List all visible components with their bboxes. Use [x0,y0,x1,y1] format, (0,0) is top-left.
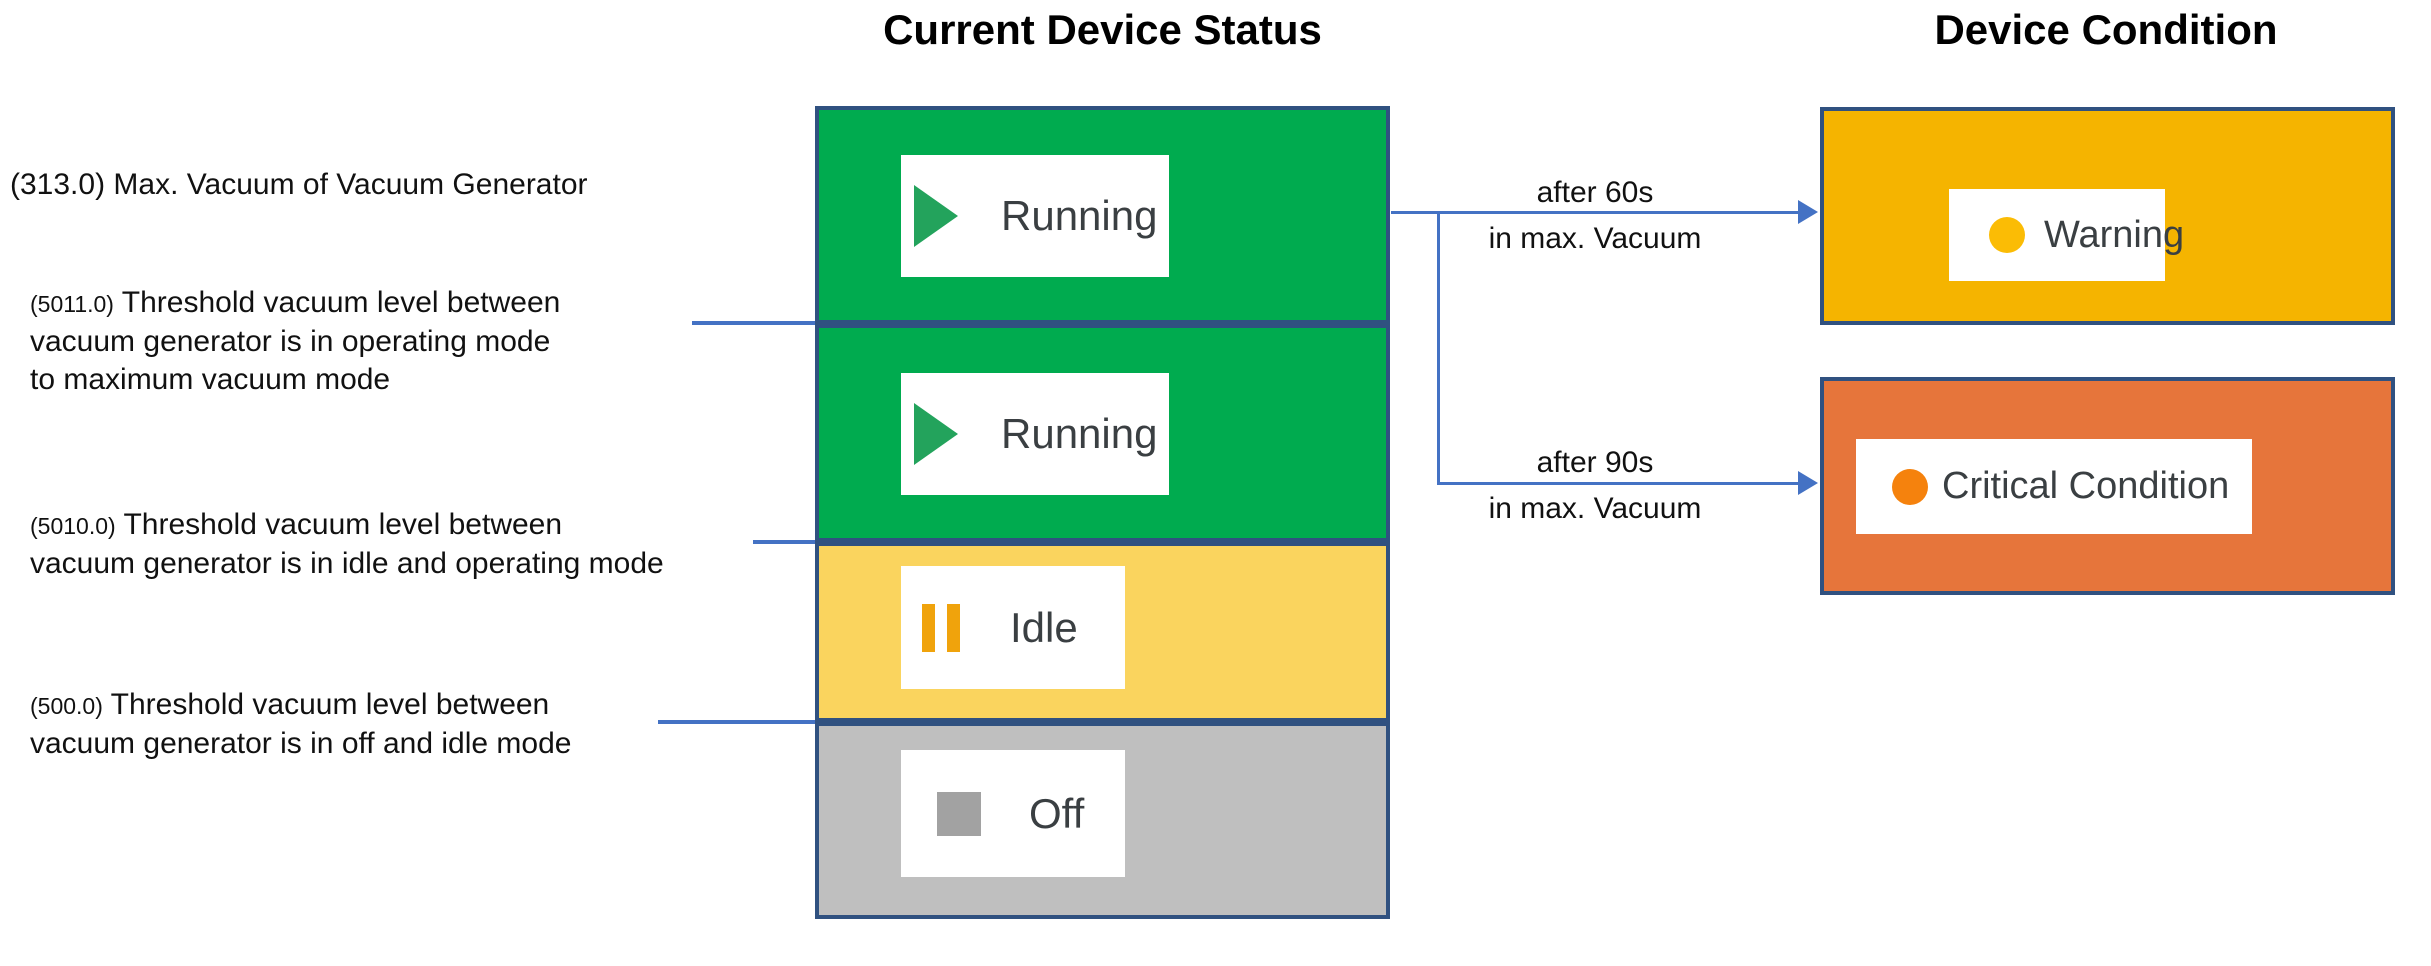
annotation-value: (5010.0) [30,513,116,539]
condition-label: Critical Condition [1942,465,2230,507]
status-column-title: Current Device Status [883,6,1322,53]
annotation-threshold-500: (500.0) Threshold vacuum level between v… [30,686,571,763]
status-box-running-max: Running [815,106,1390,324]
transition-90s-label-line2: in max. Vacuum [1488,492,1702,525]
annotation-text: Threshold vacuum level between [110,688,550,721]
condition-column-title: Device Condition [1934,6,2278,53]
annotation-text: to maximum vacuum mode [30,363,391,396]
play-icon [914,403,958,465]
pause-bar [922,603,935,652]
annotation-text: vacuum generator is in off and idle mode [30,727,572,760]
annotation-text: Threshold vacuum level between [123,508,563,541]
pause-bar [947,603,960,652]
warning-dot-icon [1989,217,2025,253]
status-box-off: Off [815,722,1390,919]
status-card-running: Running [901,373,1169,495]
threshold-line-500 [658,720,819,724]
condition-label: Warning [2044,213,2185,256]
transition-60s-label-line1: after 60s [1536,176,1654,209]
status-card-off: Off [901,750,1125,877]
status-card-idle: Idle [901,566,1125,689]
annotation-threshold-5011: (5011.0) Threshold vacuum level between … [30,284,560,399]
status-box-idle: Idle [815,542,1390,722]
threshold-line-5010 [753,540,819,544]
condition-box-critical: Critical Condition [1820,377,2395,595]
arrowhead-right-icon [1798,200,1818,224]
status-card-running-max: Running [901,155,1169,277]
condition-box-warning: Warning [1820,107,2395,325]
annotation-threshold-5010: (5010.0) Threshold vacuum level between … [30,506,664,583]
annotation-text: Threshold vacuum level between [121,286,561,319]
transition-60s-line [1391,211,1800,214]
transition-90s-label-line1: after 90s [1536,446,1654,479]
status-label: Off [1029,789,1085,837]
status-label: Running [1001,192,1158,239]
critical-dot-icon [1892,468,1928,505]
threshold-line-5011 [692,321,819,325]
annotation-text: vacuum generator is in idle and operatin… [30,547,664,580]
status-box-running: Running [815,324,1390,542]
condition-card-warning: Warning [1949,189,2184,281]
condition-card-critical: Critical Condition [1856,439,2252,534]
status-label: Idle [1010,603,1078,651]
transition-90s-line [1439,482,1800,485]
annotation-max-vacuum: (313.0) Max. Vacuum of Vacuum Generator [10,166,588,204]
play-icon [914,185,958,247]
transition-branch-line [1437,211,1440,485]
pause-icon [922,603,960,652]
annotation-value: (5011.0) [30,291,114,317]
stop-icon [937,791,981,836]
annotation-text: Max. Vacuum of Vacuum Generator [113,168,588,201]
transition-60s-label-line2: in max. Vacuum [1488,222,1702,255]
status-label: Running [1001,410,1158,457]
annotation-value: (313.0) [10,168,106,201]
arrowhead-right-icon [1798,471,1818,495]
annotation-value: (500.0) [30,693,103,719]
annotation-text: vacuum generator is in operating mode [30,325,551,358]
